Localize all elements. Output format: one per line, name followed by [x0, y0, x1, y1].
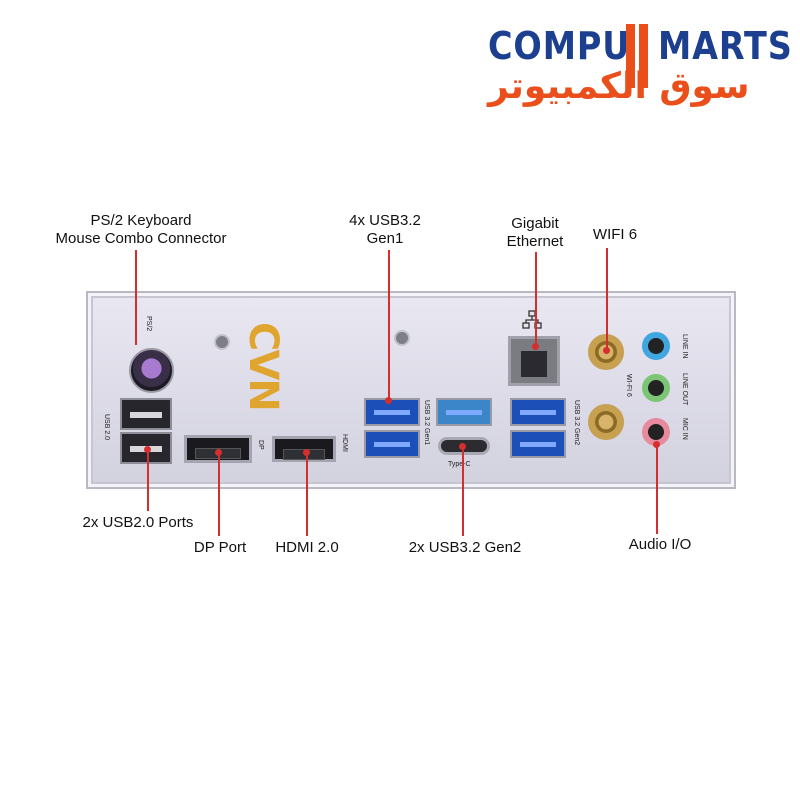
logo-text-arabic: سوق الكمبيوتر — [488, 66, 750, 107]
callout-dp: DP Port — [193, 539, 247, 556]
dp-port-label: DP — [257, 440, 264, 450]
type-c-port-label: Type-C — [448, 461, 471, 468]
logo-text-marts: MARTS — [658, 24, 793, 68]
logo-bars-mark — [622, 24, 652, 88]
compumarts-logo: COMPU MARTS سوق الكمبيوتر — [488, 18, 792, 110]
callout-usb32-gen1-line2: Gen1 — [366, 230, 404, 247]
audio-line-out-jack — [642, 374, 670, 402]
leader-dot-usb32-gen1 — [385, 397, 392, 404]
usb32-gen2-port-2 — [510, 430, 566, 458]
callout-ethernet-line2: Ethernet — [506, 233, 564, 250]
usb20-port-top — [120, 398, 172, 430]
callout-usb32-gen1: 4x USB3.2 Gen1 — [330, 212, 440, 248]
callout-wifi: WIFI 6 — [592, 226, 638, 243]
leader-line-wifi — [606, 248, 608, 350]
line-out-label: LINE OUT — [681, 373, 688, 406]
callout-usb32-gen2: 2x USB3.2 Gen2 — [408, 539, 522, 556]
mic-in-label: MIC IN — [681, 418, 688, 440]
leader-line-usb20 — [147, 449, 149, 511]
usb32-gen1-port-3 — [436, 398, 492, 426]
usb32-gen2-port-1 — [510, 398, 566, 426]
ps2-port — [129, 348, 174, 393]
callout-usb32-gen1-line1: 4x USB3.2 — [349, 212, 421, 229]
leader-line-audio — [656, 444, 658, 534]
usb32-gen2-port-label: USB 3.2 Gen2 — [573, 400, 580, 446]
leader-line-ethernet — [535, 252, 537, 346]
leader-line-usb32-gen1 — [388, 250, 390, 400]
wifi6-label: WI-FI 6 — [625, 374, 632, 397]
callout-hdmi: HDMI 2.0 — [275, 539, 339, 556]
usb20-port-label: USB 2.0 — [103, 414, 110, 441]
leader-line-usb32-gen2 — [462, 446, 464, 536]
callout-ethernet: Gigabit Ethernet — [494, 215, 576, 251]
leader-dot-ethernet — [532, 343, 539, 350]
leader-line-hdmi — [306, 452, 308, 536]
screw-hole-right — [394, 330, 410, 346]
usb32-gen1-port-label: USB 3.2 Gen1 — [423, 400, 430, 446]
leader-line-dp — [218, 452, 220, 536]
leader-line-ps2 — [135, 250, 137, 345]
usb32-gen1-port-2 — [364, 430, 420, 458]
line-in-label: LINE IN — [681, 334, 688, 359]
callout-ps2-line2: Mouse Combo Connector — [55, 230, 227, 247]
audio-line-in-jack — [642, 332, 670, 360]
wifi-antenna-connector-bottom — [588, 404, 624, 440]
leader-dot-wifi — [603, 347, 610, 354]
ps2-port-label: PS/2 — [145, 316, 152, 332]
screw-hole-left — [214, 334, 230, 350]
callout-ps2-line1: PS/2 Keyboard — [90, 212, 192, 229]
callout-audio: Audio I/O — [628, 536, 692, 553]
ethernet-port — [508, 336, 560, 386]
callout-ethernet-line1: Gigabit — [511, 215, 559, 232]
callout-ps2: PS/2 Keyboard Mouse Combo Connector — [48, 212, 234, 248]
callout-usb20: 2x USB2.0 Ports — [82, 514, 194, 531]
hdmi-port-label: HDMI — [341, 434, 348, 452]
lan-network-icon — [522, 310, 542, 329]
usb32-gen1-port-1 — [364, 398, 420, 426]
vendor-logo-mark: CVN — [240, 322, 286, 410]
logo-text-compu: COMPU — [488, 24, 631, 68]
